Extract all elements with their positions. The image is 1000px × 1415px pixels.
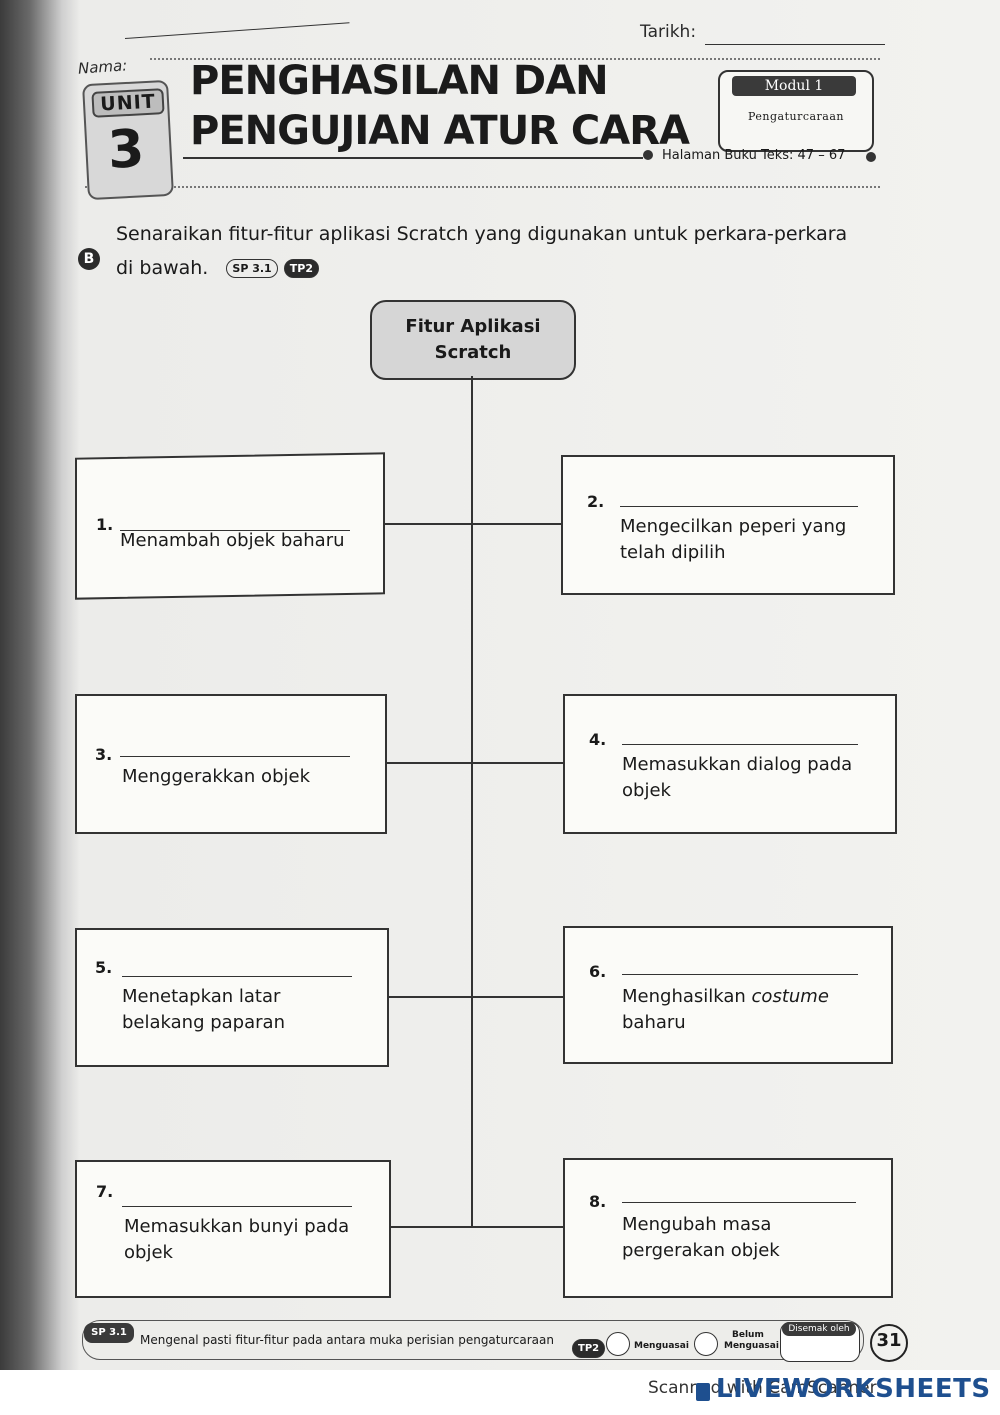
liveworksheets-brand: LIVEWORKSHEETS [716, 1374, 991, 1404]
liveworksheets-logo-icon [696, 1383, 710, 1401]
item-description: belakang paparan [122, 1012, 285, 1033]
item-description: Memasukkan bunyi pada [124, 1216, 350, 1237]
item-description: Menambah objek baharu [120, 530, 345, 551]
instruction-text: di bawah. [116, 257, 209, 279]
connector-row-2 [385, 762, 563, 764]
menguasai-checkbox[interactable] [606, 1332, 630, 1356]
item-description: telah dipilih [620, 542, 726, 563]
answer-line-1[interactable] [120, 530, 350, 531]
connector-row-3 [387, 996, 563, 998]
item-number: 5. [95, 958, 113, 977]
root-line-2: Scratch [434, 342, 512, 363]
bullet-icon [866, 152, 876, 162]
item-number: 2. [587, 492, 605, 511]
tarikh-field[interactable] [705, 44, 885, 45]
instruction-line-1: Senaraikan fitur-fitur aplikasi Scratch … [116, 223, 848, 245]
answer-line-2[interactable] [620, 506, 858, 507]
title-underline [183, 157, 643, 159]
answer-line-8[interactable] [622, 1202, 856, 1203]
unit-number: 3 [106, 119, 146, 181]
connector-row-4 [388, 1226, 563, 1228]
item-description: pergerakan objek [622, 1240, 780, 1261]
belum-label-2: Menguasai [724, 1341, 779, 1351]
item-description: Menghasilkan costume [622, 984, 829, 1010]
item-box-8 [563, 1158, 893, 1298]
disemak-label: Disemak oleh [782, 1322, 856, 1336]
footer-sp-tag: SP 3.1 [84, 1323, 134, 1343]
item-number: 8. [589, 1192, 607, 1211]
answer-line-3[interactable] [120, 756, 350, 757]
item-number: 1. [96, 515, 114, 534]
modul-subtitle: Pengaturcaraan [747, 110, 845, 123]
connector-row-1 [383, 523, 561, 525]
tp-tag: TP2 [283, 259, 319, 278]
root-box: Fitur Aplikasi Scratch [370, 300, 576, 380]
item-description: Memasukkan dialog pada [622, 754, 853, 775]
item-description: Mengecilkan peperi yang [620, 516, 847, 537]
item-box-1 [75, 452, 385, 600]
header-border-bottom [85, 186, 880, 188]
footer-tp-tag: TP2 [572, 1339, 606, 1358]
item-box-7 [75, 1160, 391, 1298]
answer-line-6[interactable] [622, 974, 858, 975]
item-description: Mengubah masa [622, 1214, 772, 1235]
menguasai-label: Menguasai [634, 1341, 689, 1351]
worksheet-page [0, 0, 1000, 1370]
item-number: 7. [96, 1182, 114, 1201]
item-box-2 [561, 455, 895, 595]
root-line-1: Fitur Aplikasi [405, 316, 541, 337]
belum-label-1: Belum [732, 1330, 764, 1340]
title-line-1: PENGHASILAN DAN [190, 58, 609, 104]
item-box-5 [75, 928, 389, 1067]
item-number: 6. [589, 962, 607, 981]
page-number: 31 [870, 1324, 908, 1362]
halaman-text: Halaman Buku Teks: 47 – 67 [662, 148, 846, 163]
item-box-3 [75, 694, 387, 834]
header-border-top [150, 58, 880, 60]
footer-text: Mengenal pasti fitur-fitur pada antara m… [140, 1333, 554, 1347]
sp-tag: SP 3.1 [226, 259, 278, 278]
item-description: Menggerakkan objek [122, 766, 310, 787]
question-badge: B [78, 248, 100, 270]
item-box-6 [563, 926, 893, 1064]
tarikh-label: Tarikh: [640, 22, 697, 42]
item-box-4 [563, 694, 897, 834]
footer-bar [82, 1320, 864, 1360]
bullet-icon [643, 150, 653, 160]
belum-menguasai-checkbox[interactable] [694, 1332, 718, 1356]
unit-word: UNIT [91, 88, 165, 118]
item-number: 3. [95, 745, 113, 764]
answer-line-4[interactable] [622, 744, 858, 745]
modul-box: Modul 1 Pengaturcaraan [718, 70, 874, 152]
item-description: objek [622, 780, 671, 801]
answer-line-5[interactable] [122, 976, 352, 977]
nama-label: Nama: [77, 56, 128, 78]
answer-line-7[interactable] [122, 1206, 352, 1207]
item-description: objek [124, 1242, 173, 1263]
vertical-connector [471, 376, 473, 1226]
item-description: Menetapkan latar [122, 986, 281, 1007]
item-number: 4. [589, 730, 607, 749]
modul-title: Modul 1 [732, 76, 856, 96]
item-description-text: Menghasilkan [622, 986, 752, 1007]
item-description: baharu [622, 1012, 686, 1033]
instruction-line-2: di bawah. SP 3.1 TP2 [116, 252, 319, 284]
title-line-2: PENGUJIAN ATUR CARA [190, 108, 690, 154]
item-description-italic: costume [751, 986, 829, 1007]
